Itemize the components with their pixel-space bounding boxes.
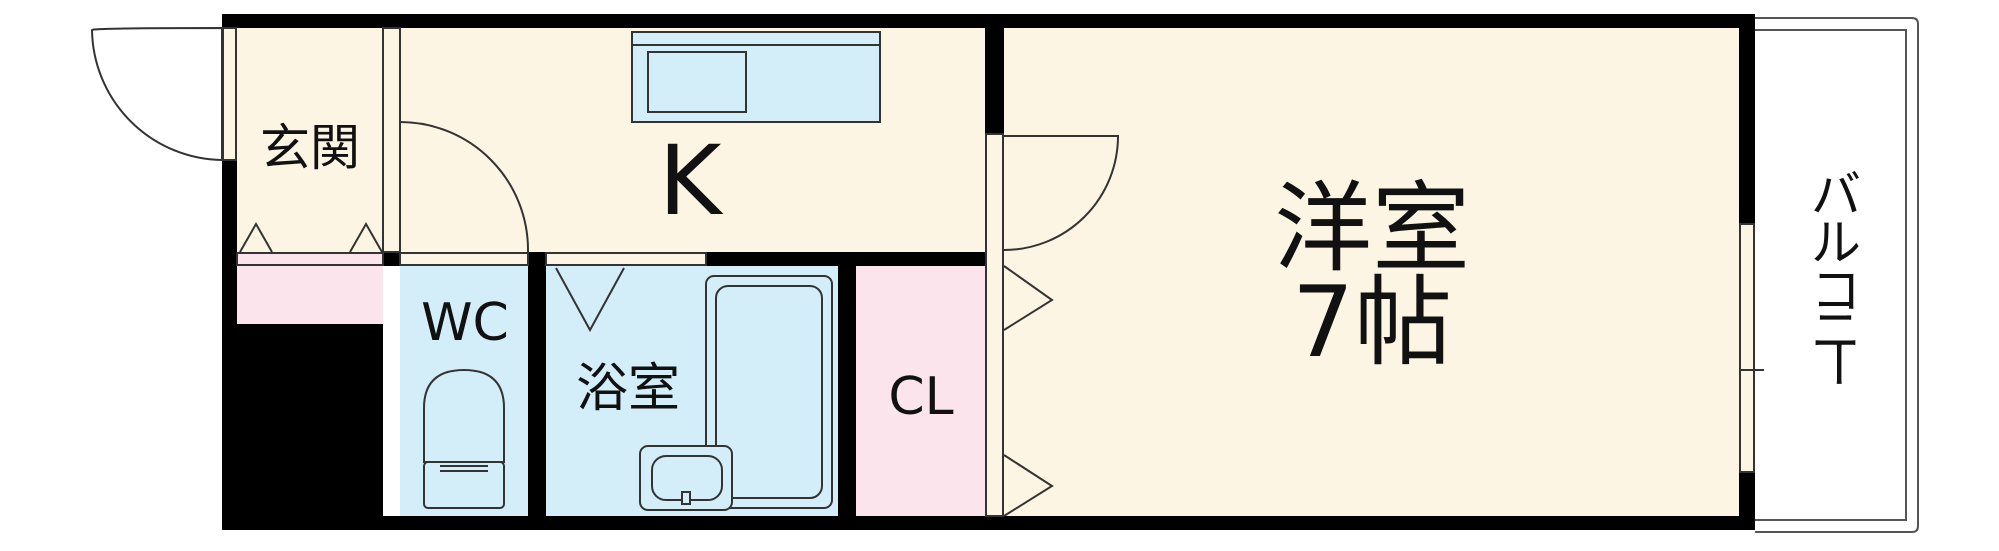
balcony-label: バ ル コ ニ ー xyxy=(1808,166,1866,389)
toilet xyxy=(423,368,505,509)
balcony xyxy=(1755,17,1919,533)
western-room-size-label: 7帖 xyxy=(1292,266,1452,380)
genkan-marker-left xyxy=(239,221,273,253)
balcony-label-char: ニ xyxy=(1811,302,1861,360)
western-room-floor xyxy=(1004,28,1739,516)
kitchen-door xyxy=(399,121,529,252)
entrance-label: 玄関 xyxy=(260,119,360,177)
doors xyxy=(91,26,1120,517)
closet-label: CL xyxy=(888,367,953,427)
balcony-label-char: バ xyxy=(1811,166,1861,224)
wc-label: WC xyxy=(421,293,509,353)
kitchen-counter xyxy=(631,31,881,123)
balcony-label-char: コ xyxy=(1811,262,1861,320)
wall-openings xyxy=(222,27,1764,517)
bath-label: 浴室 xyxy=(576,359,680,419)
entrance-door xyxy=(91,26,223,161)
western-room-label: 洋室 xyxy=(1274,172,1470,286)
bathtub xyxy=(705,275,833,509)
closet-door-top xyxy=(1003,265,1054,331)
bath-door xyxy=(555,267,625,333)
wash-basin xyxy=(639,445,733,511)
room-door xyxy=(1003,135,1120,251)
kitchen-label: K xyxy=(659,125,724,237)
genkan-marker-right xyxy=(349,221,383,253)
closet-door-bottom xyxy=(1003,454,1054,517)
balcony-label-char: ル xyxy=(1811,214,1861,272)
genkan-floor xyxy=(237,28,383,252)
balcony-label-char: ー xyxy=(1808,339,1866,389)
closet-floor xyxy=(856,266,990,516)
